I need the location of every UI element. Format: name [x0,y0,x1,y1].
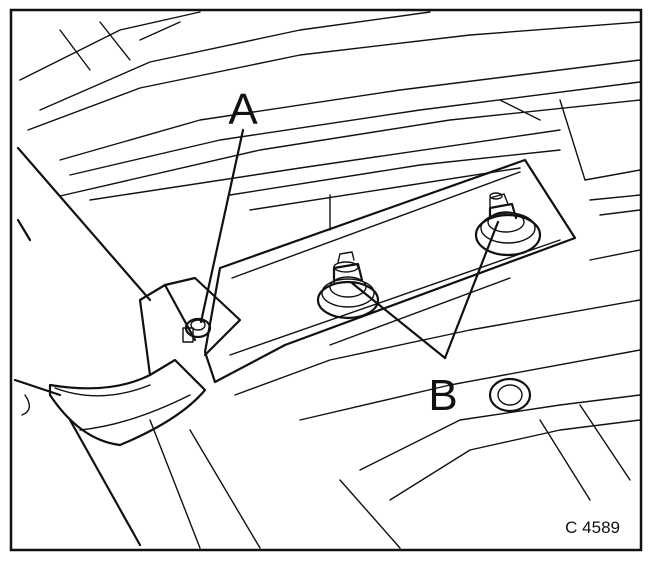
label-a: A [228,85,258,134]
leader-line-a [199,128,245,324]
rubber-mount-right [474,192,542,257]
pipe-clamp [48,276,242,447]
frame-border [9,8,643,552]
exhaust-pipe [13,146,152,547]
figure-reference: C 4589 [565,518,620,537]
floor-pan [149,299,641,549]
drain-hole [488,377,532,413]
leader-lines [199,128,500,360]
rubber-mount-left [316,251,380,320]
pipe-hole [21,394,30,416]
label-b: B [428,371,457,420]
leader-line-b2 [443,220,500,360]
mounting-bracket [203,158,577,384]
underbody-panels [19,11,641,261]
bolt-a [182,317,212,343]
leader-line-b1 [350,281,447,360]
